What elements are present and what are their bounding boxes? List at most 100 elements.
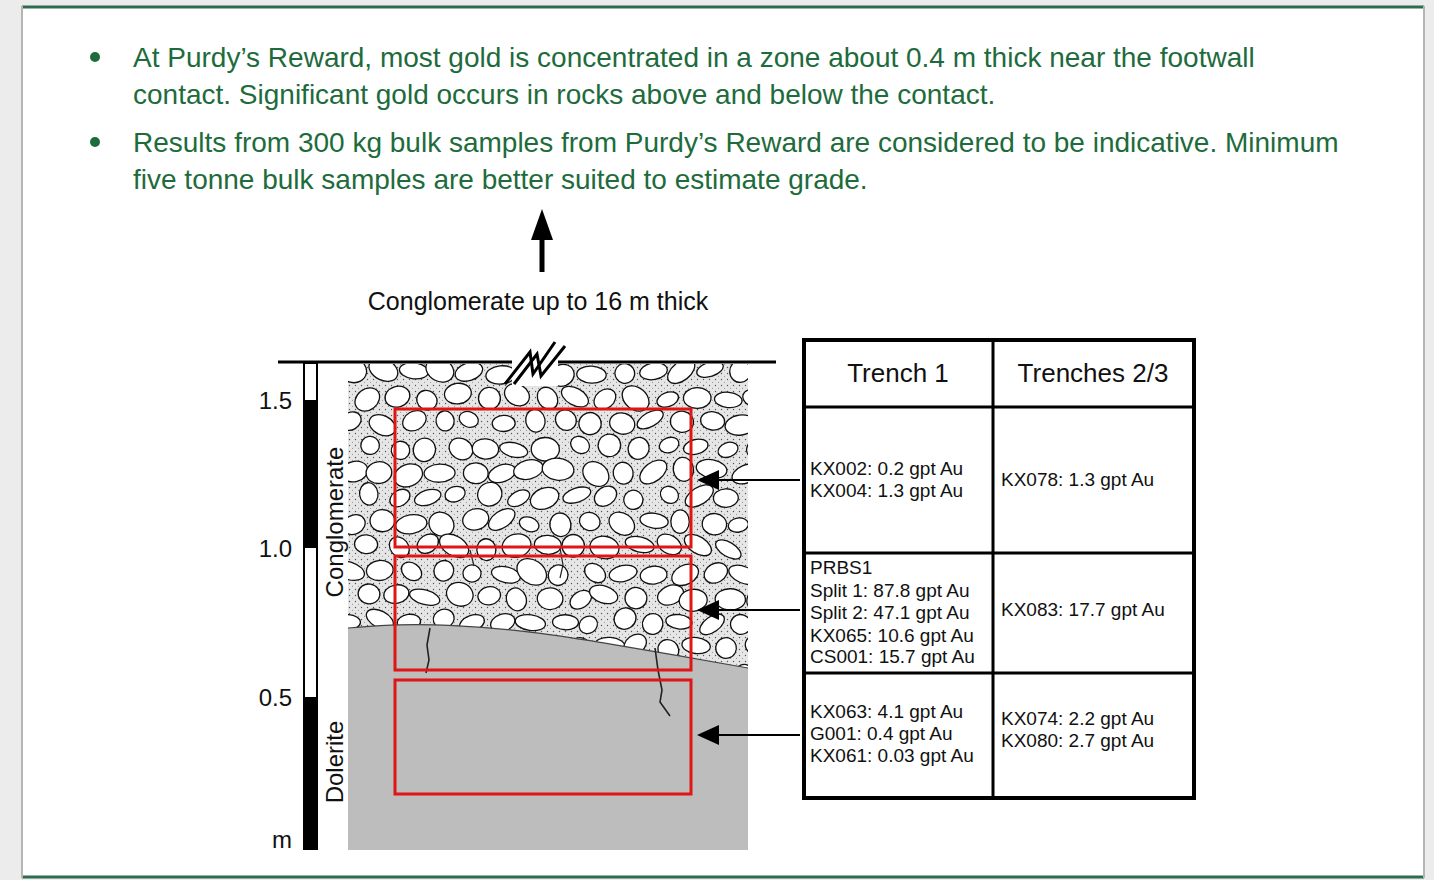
- pebble: [682, 437, 710, 457]
- table-header: Trenches 2/3: [1018, 358, 1169, 388]
- pebble: [638, 361, 668, 382]
- vein: [470, 550, 474, 566]
- pebble: [365, 559, 394, 582]
- slide-top-rule: [22, 6, 1424, 9]
- unit-name: Dolerite: [321, 721, 349, 804]
- pebble: [503, 585, 530, 614]
- pebble: [485, 504, 519, 535]
- pebble: [413, 530, 442, 557]
- pebble: [512, 553, 552, 590]
- pebble: [505, 486, 533, 510]
- table-rule: [804, 552, 1194, 555]
- table-frame: [804, 340, 1194, 798]
- scale-bar-segment: [305, 548, 316, 697]
- pebble: [517, 514, 541, 534]
- pebble: [370, 509, 395, 532]
- bullet-dot: [90, 52, 100, 62]
- pebble: [457, 409, 481, 430]
- pebble: [605, 507, 639, 540]
- pebble: [576, 613, 601, 638]
- footwall-contact: [348, 625, 748, 668]
- pebble: [587, 582, 620, 607]
- pebble: [492, 415, 516, 432]
- pebble: [387, 486, 414, 511]
- bullet-dot: [90, 137, 100, 147]
- pebble: [498, 440, 529, 460]
- assay-result: KX083: 17.7 gpt Au: [1001, 599, 1165, 621]
- pebble: [460, 505, 491, 533]
- pebble: [358, 482, 379, 506]
- pebble: [561, 484, 593, 507]
- leader-arrow-head: [697, 600, 719, 620]
- pebble: [443, 578, 477, 610]
- pebble: [729, 460, 762, 487]
- assay-result: Split 2: 47.1 gpt Au: [810, 602, 970, 624]
- pebble: [410, 435, 438, 464]
- pebble: [476, 585, 502, 607]
- leader-arrow: [714, 609, 800, 611]
- pebble: [399, 361, 430, 380]
- scale-value: 0.5: [259, 684, 292, 712]
- leader-arrow: [714, 734, 800, 736]
- pebble: [713, 488, 739, 507]
- pebble: [357, 583, 381, 606]
- pebble: [608, 563, 639, 585]
- pebble: [473, 478, 507, 511]
- pebble: [360, 435, 381, 455]
- assay-result: KX063: 4.1 gpt Au: [810, 701, 963, 723]
- pebble: [663, 355, 699, 389]
- scale-value: 1.0: [259, 535, 292, 563]
- pebble: [639, 565, 667, 586]
- pebble: [514, 613, 546, 633]
- table-rule: [804, 672, 1194, 675]
- pebble: [382, 383, 412, 410]
- scale-value: 1.5: [259, 387, 292, 415]
- scale-unit: m: [272, 826, 292, 854]
- pebble: [712, 536, 744, 563]
- pebble: [545, 562, 571, 589]
- pebble: [471, 438, 499, 460]
- sample-name: PRBS1: [810, 557, 872, 579]
- vein: [560, 548, 563, 578]
- pebble: [590, 482, 620, 510]
- leader-arrow-head: [697, 725, 719, 745]
- pebble: [724, 413, 757, 437]
- table-rule: [992, 340, 995, 798]
- pebble: [611, 460, 635, 485]
- table-rule: [804, 406, 1194, 409]
- pebble: [624, 534, 656, 555]
- pebble: [607, 410, 637, 437]
- pebble: [635, 455, 671, 488]
- pebble: [610, 604, 640, 634]
- assay-result: KX002: 0.2 gpt Au: [810, 458, 963, 480]
- pebble: [424, 464, 456, 483]
- pebble: [701, 559, 732, 587]
- pebble: [408, 586, 442, 608]
- assay-result: KX074: 2.2 gpt Au: [1001, 708, 1154, 730]
- pebble: [729, 360, 751, 383]
- assay-result: CS001: 15.7 gpt Au: [810, 646, 975, 668]
- pebble: [576, 410, 604, 438]
- pebble: [512, 457, 546, 483]
- pebble: [552, 614, 578, 630]
- assay-result: G001: 0.4 gpt Au: [810, 723, 953, 745]
- pebble: [390, 440, 411, 461]
- break-symbol: [514, 346, 565, 384]
- pebble: [671, 510, 690, 534]
- pebble: [595, 431, 624, 460]
- pebble: [665, 613, 693, 630]
- scale-bar-segment: [305, 364, 316, 400]
- pebble: [700, 410, 726, 431]
- pebble: [567, 433, 592, 457]
- pebble: [476, 538, 497, 561]
- pebble: [638, 610, 666, 639]
- pebble: [443, 484, 467, 504]
- thickness-note: Conglomerate up to 16 m thick: [368, 287, 708, 316]
- sample-interval-box: [395, 680, 691, 794]
- pebble: [657, 435, 681, 456]
- pebble: [657, 483, 682, 507]
- pebble: [463, 565, 481, 582]
- pebble: [412, 486, 442, 508]
